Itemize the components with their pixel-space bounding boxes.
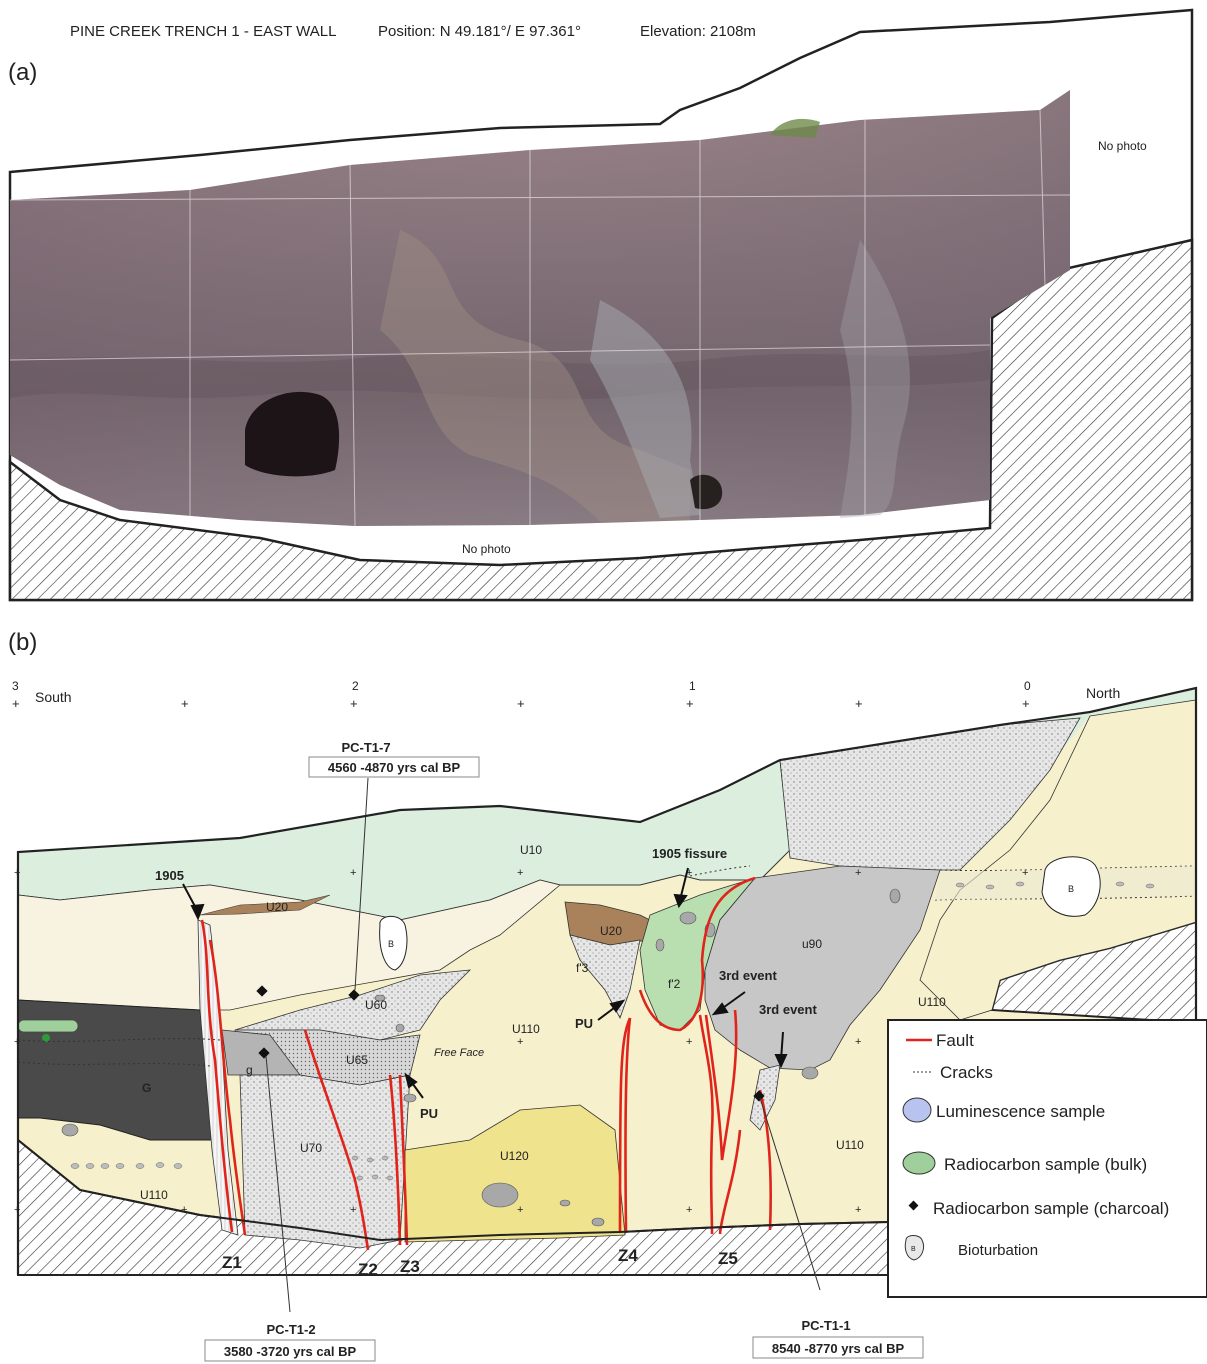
label-u65: U65 [346,1053,368,1067]
label-u110-right: U110 [918,995,946,1009]
legend-bioturbation-symbol: B [911,1246,916,1253]
sample-age: 4560 -4870 yrs cal BP [328,760,461,775]
legend-luminescence-swatch [903,1098,931,1122]
no-photo-label-bottom: No photo [462,542,511,556]
label-1905-fissure: 1905 fissure [652,846,727,861]
svg-text:+: + [181,1204,187,1216]
label-g-small: g [246,1063,253,1077]
label-1905-fault: 1905 [155,868,184,883]
legend-bulk-label: Radiocarbon sample (bulk) [944,1155,1147,1174]
zone-z1: Z1 [222,1253,242,1272]
label-u110-lower: U110 [836,1138,864,1152]
bulk-sample-marker [18,1020,78,1032]
scale-tick-3: 3 [12,679,19,693]
legend-cracks-label: Cracks [940,1063,993,1082]
svg-text:+: + [855,867,861,879]
zone-z2: Z2 [358,1260,378,1279]
legend-charcoal-label: Radiocarbon sample (charcoal) [933,1199,1169,1218]
sample-box-pc-t1-7: PC-T1-7 4560 -4870 yrs cal BP [309,740,479,777]
svg-text:+: + [517,696,525,711]
svg-text:+: + [517,1036,523,1048]
label-3rd-event-2: 3rd event [759,1002,817,1017]
svg-text:+: + [350,696,358,711]
label-free-face: Free Face [434,1047,484,1059]
no-photo-label-top: No photo [1098,139,1147,153]
zone-z3: Z3 [400,1257,420,1276]
scale-tick-2: 2 [352,679,359,693]
zone-z4: Z4 [618,1246,638,1265]
label-f2: f'2 [668,977,681,991]
svg-text:+: + [181,696,189,711]
trench-title: PINE CREEK TRENCH 1 - EAST WALL [70,23,336,40]
svg-text:+: + [517,1204,523,1216]
panel-b-label: (b) [8,629,37,656]
svg-text:+: + [12,696,20,711]
label-u110-mid: U110 [512,1022,540,1036]
legend-bulk-swatch [903,1152,935,1174]
label-f3: f'3 [576,961,589,975]
trench-elevation: Elevation: 2108m [640,23,756,40]
zone-z5: Z5 [718,1249,738,1268]
label-u110-left: U110 [140,1188,168,1202]
label-u120: U120 [500,1149,529,1163]
svg-text:+: + [686,696,694,711]
legend-bioturbation-label: Bioturbation [958,1242,1038,1259]
svg-text:+: + [1022,696,1030,711]
sample-age: 8540 -8770 yrs cal BP [772,1341,905,1356]
svg-text:+: + [517,867,523,879]
legend: Fault Cracks Luminescence sample Radioca… [888,1020,1207,1297]
panel-a-photo-log: No photo No photo [10,0,1192,600]
south-label: South [35,689,72,705]
label-pu-right: PU [575,1016,593,1031]
label-u60: U60 [365,998,387,1012]
legend-fault-label: Fault [936,1031,974,1050]
label-3rd-event-1: 3rd event [719,968,777,983]
svg-text:+: + [855,696,863,711]
label-u90: u90 [802,937,822,951]
sample-id: PC-T1-1 [801,1318,850,1333]
trench-position: Position: N 49.181°/ E 97.361° [378,23,581,40]
unit-u70 [240,1075,410,1248]
sample-box-pc-t1-1: PC-T1-1 8540 -8770 yrs cal BP [753,1318,923,1358]
legend-luminescence-label: Luminescence sample [936,1102,1105,1121]
sample-id: PC-T1-2 [266,1322,315,1337]
svg-text:+: + [350,867,356,879]
scale-tick-0: 0 [1024,679,1031,693]
label-u70: U70 [300,1141,322,1155]
north-label: North [1086,685,1120,701]
sample-age: 3580 -3720 yrs cal BP [224,1344,357,1359]
scale-tick-1: 1 [689,679,696,693]
label-u10: U10 [520,843,542,857]
label-g: G [142,1081,151,1095]
svg-text:+: + [350,1204,356,1216]
svg-text:+: + [1022,867,1028,879]
label-u20-left: U20 [266,900,288,914]
label-b-upper: B [388,939,394,949]
label-pu-left: PU [420,1106,438,1121]
svg-text:+: + [855,1036,861,1048]
panel-a-label: (a) [8,59,37,86]
sample-box-pc-t1-2: PC-T1-2 3580 -3720 yrs cal BP [205,1322,375,1361]
svg-text:+: + [686,1036,692,1048]
label-b-right: B [1068,884,1074,894]
label-u20-mid: U20 [600,924,622,938]
svg-text:+: + [855,1204,861,1216]
svg-text:+: + [686,1204,692,1216]
distance-scale: 3 2 1 0 South North + + + + + + + [12,679,1120,711]
sample-id: PC-T1-7 [341,740,390,755]
